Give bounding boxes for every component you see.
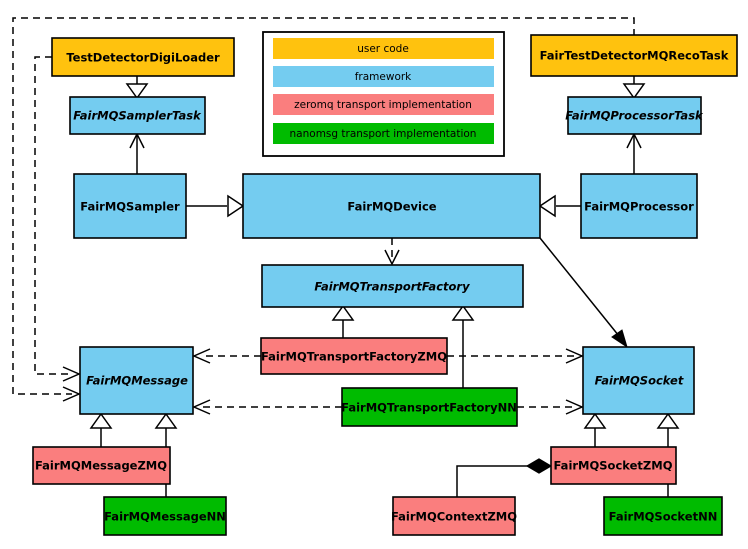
edge-device-to-socket xyxy=(539,237,624,342)
node-label-fairmqsamplertask: FairMQSamplerTask xyxy=(73,109,202,123)
edge-sampler-to-device-arrowhead xyxy=(227,194,245,218)
node-label-fairtestdetectormqrecotask: FairTestDetectorMQRecoTask xyxy=(540,49,729,63)
edge-factorynn-to-factory-arrowhead xyxy=(451,304,475,321)
edge-messagezmq-to-message-arrowhead xyxy=(89,412,113,429)
legend-swatch-nanomsg xyxy=(273,123,494,144)
node-label-fairmqmessage: FairMQMessage xyxy=(86,374,188,388)
edge-socketzmq-composition-diamond xyxy=(525,458,553,474)
legend-label-framework: framework xyxy=(355,71,412,83)
node-label-testdetectordigiloader: TestDetectorDigiLoader xyxy=(66,51,220,65)
edge-socketzmq-owns-contextzmq xyxy=(456,465,538,497)
edge-socketnn-to-socket-arrowhead xyxy=(656,412,680,429)
node-layer: TestDetectorDigiLoader FairTestDetectorM… xyxy=(32,34,738,536)
legend-item-zeromq: zeromq transport implementation xyxy=(273,94,494,115)
node-label-fairmqmessagenn: FairMQMessageNN xyxy=(104,510,226,524)
edge-factorynn-to-socket-arrowhead xyxy=(565,399,584,415)
legend: user code framework zeromq transport imp… xyxy=(262,31,505,157)
edge-recotask-to-message xyxy=(12,17,635,395)
node-label-fairmqsocketnn: FairMQSocketNN xyxy=(609,510,718,524)
node-fairmqsocketzmq[interactable]: FairMQSocketZMQ xyxy=(550,446,677,485)
edge-digiloader-to-message xyxy=(34,56,72,375)
node-label-fairmqcontextzmq: FairMQContextZMQ xyxy=(391,510,517,524)
node-fairmqsamplertask[interactable]: FairMQSamplerTask xyxy=(69,96,206,135)
node-fairtestdetectormqrecotask[interactable]: FairTestDetectorMQRecoTask xyxy=(530,34,738,77)
edge-digiloader-to-samplertask-arrowhead xyxy=(125,83,149,100)
edge-device-to-transportfactory-arrowhead xyxy=(384,249,400,266)
edge-recotask-to-message-arrowhead xyxy=(62,386,81,402)
node-label-fairmqprocessortask: FairMQProcessorTask xyxy=(565,109,704,123)
node-label-fairmqsampler: FairMQSampler xyxy=(80,200,180,214)
node-fairmqtransportfactorynn[interactable]: FairMQTransportFactoryNN xyxy=(341,387,518,427)
node-label-fairmqprocessor: FairMQProcessor xyxy=(584,200,694,214)
node-fairmqprocessor[interactable]: FairMQProcessor xyxy=(580,173,698,239)
legend-swatch-zeromq xyxy=(273,94,494,115)
node-label-fairmqsocket: FairMQSocket xyxy=(595,374,684,388)
node-fairmqsocketnn[interactable]: FairMQSocketNN xyxy=(603,496,723,536)
node-fairmqdevice[interactable]: FairMQDevice xyxy=(242,173,541,239)
edge-factoryzmq-to-factory-arrowhead xyxy=(331,304,355,321)
edge-messagenn-to-message-arrowhead xyxy=(154,412,178,429)
node-fairmqtransportfactory[interactable]: FairMQTransportFactory xyxy=(261,264,524,308)
legend-label-zeromq: zeromq transport implementation xyxy=(294,99,472,111)
node-label-fairmqtransportfactorynn: FairMQTransportFactoryNN xyxy=(341,401,517,415)
node-fairmqtransportfactoryzmq[interactable]: FairMQTransportFactoryZMQ xyxy=(260,337,448,375)
node-fairmqsocket[interactable]: FairMQSocket xyxy=(582,346,695,415)
legend-item-nanomsg: nanomsg transport implementation xyxy=(273,123,494,144)
node-fairmqcontextzmq[interactable]: FairMQContextZMQ xyxy=(391,496,517,536)
edge-device-to-socket-arrowhead xyxy=(611,329,628,349)
node-label-fairmqtransportfactoryzmq: FairMQTransportFactoryZMQ xyxy=(261,350,447,364)
node-label-fairmqsocketzmq: FairMQSocketZMQ xyxy=(554,459,673,473)
edge-digiloader-to-message-arrowhead xyxy=(62,366,81,382)
node-fairmqsampler[interactable]: FairMQSampler xyxy=(73,173,187,239)
node-testdetectordigiloader[interactable]: TestDetectorDigiLoader xyxy=(51,37,235,77)
edge-factoryzmq-to-socket-arrowhead xyxy=(565,348,584,364)
node-label-fairmqtransportfactory: FairMQTransportFactory xyxy=(314,280,470,294)
node-fairmqmessagezmq[interactable]: FairMQMessageZMQ xyxy=(32,446,171,485)
node-label-fairmqdevice: FairMQDevice xyxy=(347,200,436,214)
legend-swatch-framework xyxy=(273,66,494,87)
node-fairmqprocessortask[interactable]: FairMQProcessorTask xyxy=(565,96,704,135)
legend-label-nanomsg: nanomsg transport implementation xyxy=(290,128,477,140)
edge-recotask-to-processortask-arrowhead xyxy=(622,83,646,100)
edge-factorynn-to-message-arrowhead xyxy=(192,399,211,415)
legend-item-framework: framework xyxy=(273,66,494,87)
node-label-fairmqmessagezmq: FairMQMessageZMQ xyxy=(35,459,167,473)
edge-socketzmq-to-socket-arrowhead xyxy=(583,412,607,429)
legend-swatch-user-code xyxy=(273,38,494,59)
edge-processor-to-device-arrowhead xyxy=(538,194,556,218)
node-fairmqmessage[interactable]: FairMQMessage xyxy=(79,346,194,415)
node-fairmqmessagenn[interactable]: FairMQMessageNN xyxy=(103,496,227,536)
legend-item-user-code: user code xyxy=(273,38,494,59)
legend-label-user-code: user code xyxy=(357,43,409,55)
edge-factoryzmq-to-message-arrowhead xyxy=(192,348,211,364)
